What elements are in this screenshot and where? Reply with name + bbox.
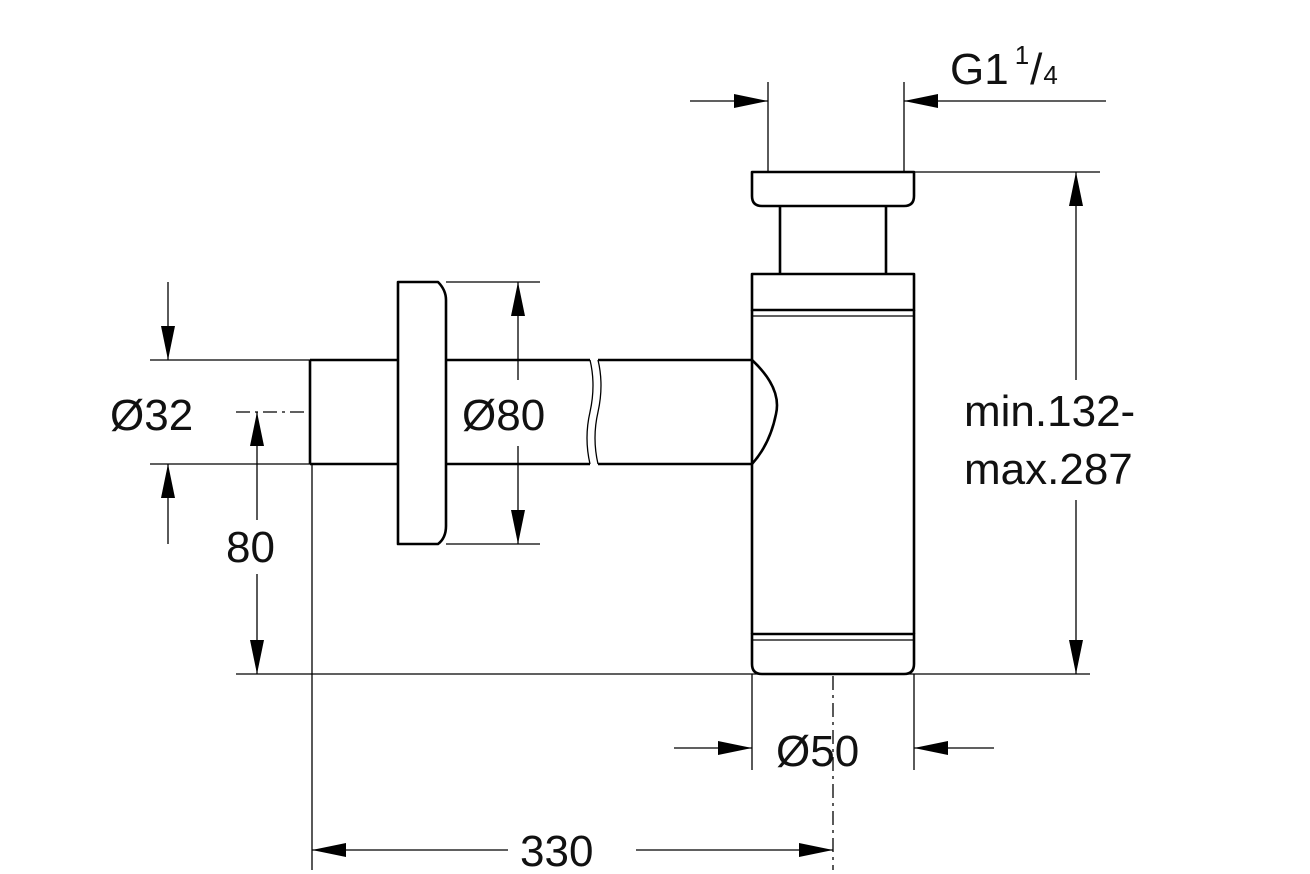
height-range-min-label: min.132-	[964, 387, 1135, 436]
height-range-max-label: max.287	[964, 445, 1133, 494]
pipe-end-segment	[308, 358, 398, 466]
trap-neck	[778, 206, 888, 274]
top-coupling-nut	[750, 170, 916, 208]
collar-ring	[750, 272, 916, 312]
trap-body	[750, 170, 916, 676]
overall-length-label: 330	[520, 827, 593, 874]
inlet-diameter-label: Ø32	[110, 391, 193, 440]
pipe-bend-segment	[598, 358, 779, 466]
wall-rosette	[396, 280, 448, 546]
outlet-diameter-label: Ø50	[776, 727, 859, 776]
rosette-diameter-label: Ø80	[462, 391, 545, 440]
main-body	[750, 310, 916, 634]
pipe-break-mark	[586, 359, 602, 465]
extension-lines	[150, 82, 1100, 870]
outlet-height-label: 80	[226, 523, 275, 572]
dimension-lines	[161, 94, 1106, 857]
